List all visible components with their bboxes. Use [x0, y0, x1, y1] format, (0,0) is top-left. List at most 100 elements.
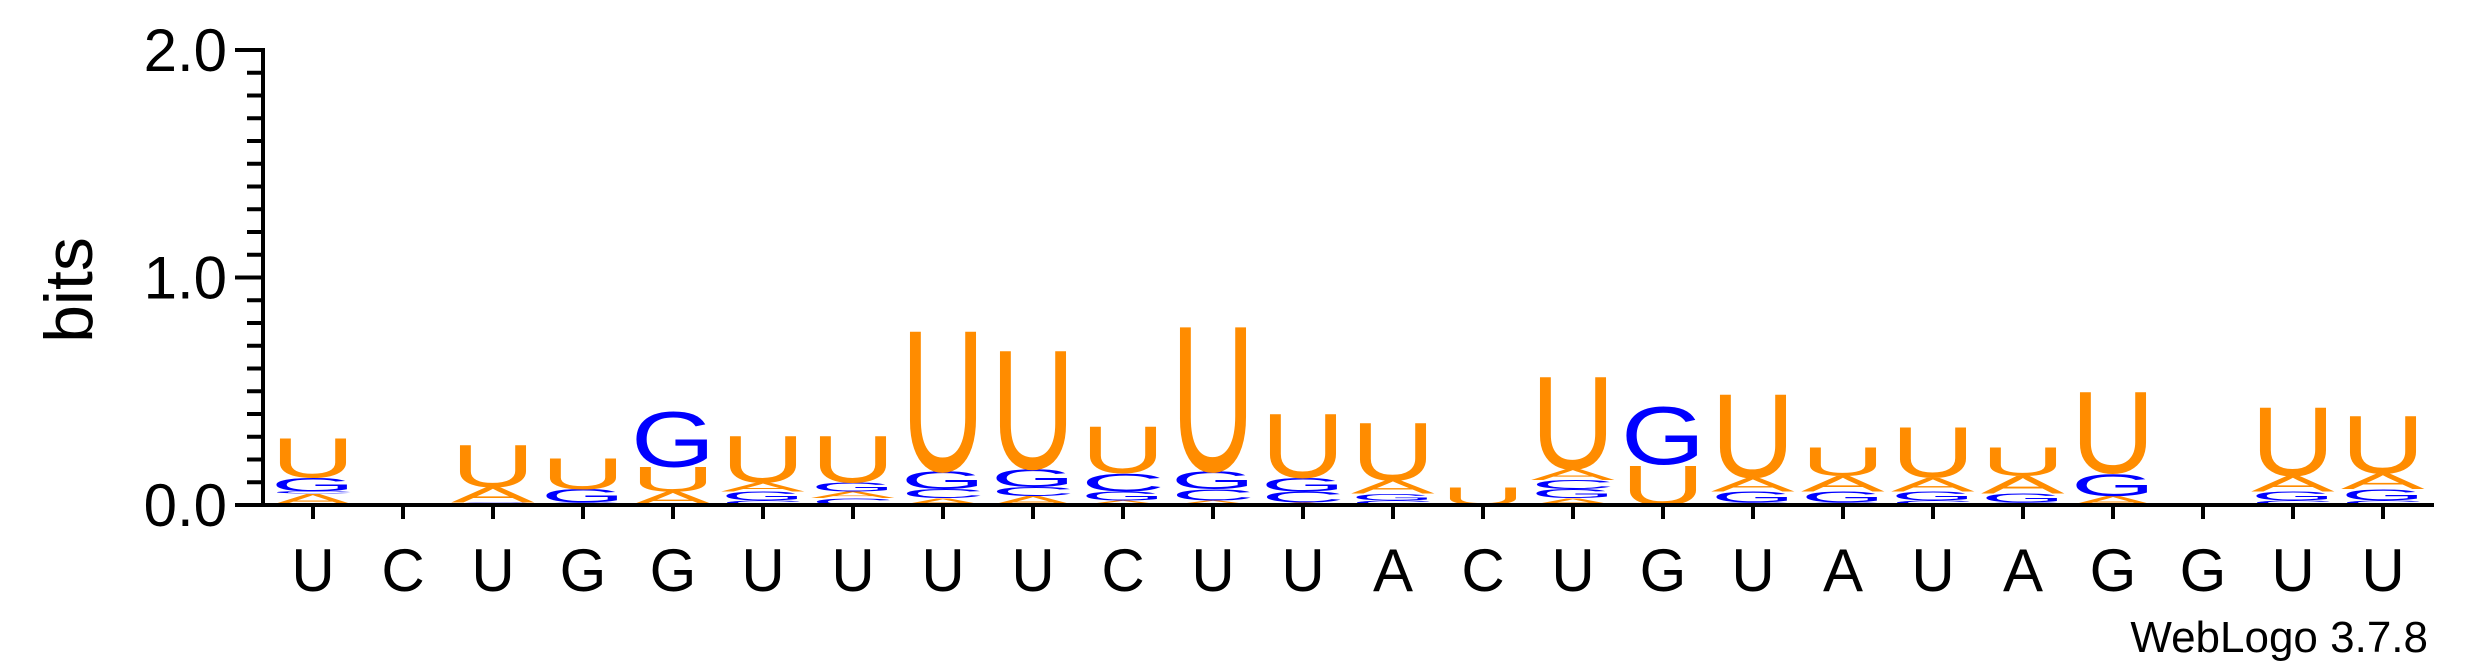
logo-glyph-u: U: [2251, 387, 2335, 496]
logo-glyph-u: U: [811, 423, 895, 497]
logo-glyph-u: U: [1351, 407, 1435, 498]
logo-glyph-u: U: [721, 423, 805, 497]
x-tick-label: G: [650, 537, 697, 604]
logo-glyph-g: G: [1081, 489, 1165, 503]
logo-glyph-a: A: [1171, 499, 1256, 506]
logo-glyph-g: G: [1621, 390, 1705, 482]
logo-glyph-g: G: [1711, 489, 1795, 507]
logo-glyph-u: U: [991, 314, 1075, 504]
x-tick-label: G: [2180, 537, 2227, 604]
logo-glyph-u: U: [1081, 414, 1165, 488]
x-tick-label: G: [2090, 537, 2137, 604]
logo-glyph-c: C: [1351, 499, 1435, 506]
x-tick-label: G: [560, 537, 607, 604]
x-tick-label: U: [291, 537, 334, 604]
logo-glyph-a: A: [1531, 466, 1615, 484]
logo-glyph-c: C: [1081, 469, 1165, 497]
logo-glyph-g: G: [1531, 487, 1615, 501]
x-tick-label: U: [831, 537, 874, 604]
logo-glyph-g: G: [2071, 467, 2155, 502]
logo-glyph-u: U: [631, 460, 715, 499]
logo-glyph-c: C: [1891, 499, 1975, 506]
logo-glyph-c: C: [721, 499, 805, 506]
logo-glyph-g: G: [631, 395, 715, 484]
logo-glyph-u: U: [1981, 439, 2065, 485]
x-tick-label: A: [1823, 537, 1863, 604]
logo-glyph-a: A: [1711, 474, 1795, 495]
logo-glyph-a: A: [2341, 469, 2425, 494]
logo-glyph-u: U: [541, 449, 625, 499]
logo-glyph-g: G: [2251, 489, 2335, 503]
x-tick-label: U: [921, 537, 964, 604]
logo-glyph-g: G: [2341, 486, 2425, 504]
logo-glyph-u: U: [1711, 370, 1795, 504]
y-tick-label: 2.0: [144, 17, 227, 84]
x-tick-label: C: [381, 537, 424, 604]
logo-glyph-g: G: [271, 474, 355, 495]
y-axis-label: bits: [31, 237, 107, 343]
x-tick-label: U: [1911, 537, 1954, 604]
logo-glyph-c: C: [1261, 488, 1345, 506]
x-tick-label: U: [1191, 537, 1234, 604]
logo-glyph-u: U: [901, 288, 985, 514]
logo-glyph-a: A: [1891, 474, 1975, 495]
logo-glyph-a: A: [1351, 477, 1435, 498]
logo-glyph-u: U: [2341, 400, 2425, 491]
logo-glyph-c: C: [811, 496, 895, 507]
x-tick-label: U: [2271, 537, 2314, 604]
logo-glyph-c: C: [2341, 499, 2425, 506]
x-tick-label: U: [1551, 537, 1594, 604]
x-tick-label: U: [2361, 537, 2404, 604]
logo-glyph-a: A: [2251, 472, 2335, 497]
logo-glyph-g: G: [1801, 489, 1885, 507]
weblogo-credit: WebLogo 3.7.8: [2130, 613, 2428, 662]
x-tick-label: U: [1281, 537, 1324, 604]
logo-glyph-g: G: [1351, 492, 1435, 503]
logo-glyph-c: C: [271, 491, 355, 494]
y-tick-label: 0.0: [144, 472, 227, 539]
logo-glyph-u: U: [271, 427, 355, 490]
logo-glyph-a: A: [1531, 496, 1616, 507]
logo-glyph-g: G: [811, 480, 895, 494]
logo-glyph-g: G: [721, 489, 805, 503]
logo-glyph-c: C: [901, 487, 985, 501]
x-tick-label: A: [2003, 537, 2043, 604]
x-tick-label: U: [741, 537, 784, 604]
logo-glyph-a: A: [1981, 471, 2066, 499]
logo-glyph-u: U: [1891, 412, 1975, 494]
logo-glyph-c: C: [1171, 486, 1255, 504]
logo-glyph-g: G: [1171, 466, 1255, 494]
logo-glyph-a: A: [901, 496, 986, 507]
logo-glyph-g: G: [1261, 474, 1345, 495]
logo-glyph-g: G: [541, 486, 625, 507]
x-tick-label: A: [1373, 537, 1413, 604]
logo-glyph-a: A: [721, 480, 805, 494]
logo-glyph-u: U: [1801, 439, 1885, 485]
x-tick-label: U: [1731, 537, 1774, 604]
logo-glyph-c: C: [2251, 499, 2335, 506]
logo-glyph-a: A: [1081, 499, 1166, 506]
x-tick-label: C: [1461, 537, 1504, 604]
logo-glyph-g: G: [991, 464, 1075, 492]
logo-glyph-g: G: [901, 466, 985, 494]
logo-glyph-g: G: [1891, 489, 1975, 503]
y-axis: 0.0 1.0 2.0: [144, 17, 265, 539]
logo-glyph-u: U: [1261, 395, 1345, 497]
logo-glyph-u: U: [2071, 367, 2155, 498]
x-tick-label: G: [1640, 537, 1687, 604]
y-tick-label: 1.0: [144, 245, 227, 312]
logo-glyph-u: U: [1531, 349, 1615, 497]
logo-glyph-u: U: [1171, 282, 1255, 515]
logo-glyph-g: G: [1981, 491, 2065, 505]
x-tick-label: C: [1101, 537, 1144, 604]
logo-glyph-u: U: [451, 432, 535, 499]
logo-glyph-c: C: [1531, 478, 1615, 492]
logo-glyph-a: A: [1801, 472, 1885, 497]
logo-glyph-a: A: [811, 490, 896, 501]
x-tick-label: U: [471, 537, 514, 604]
logo-glyph-c: C: [991, 484, 1075, 498]
x-tick-label: U: [1011, 537, 1054, 604]
